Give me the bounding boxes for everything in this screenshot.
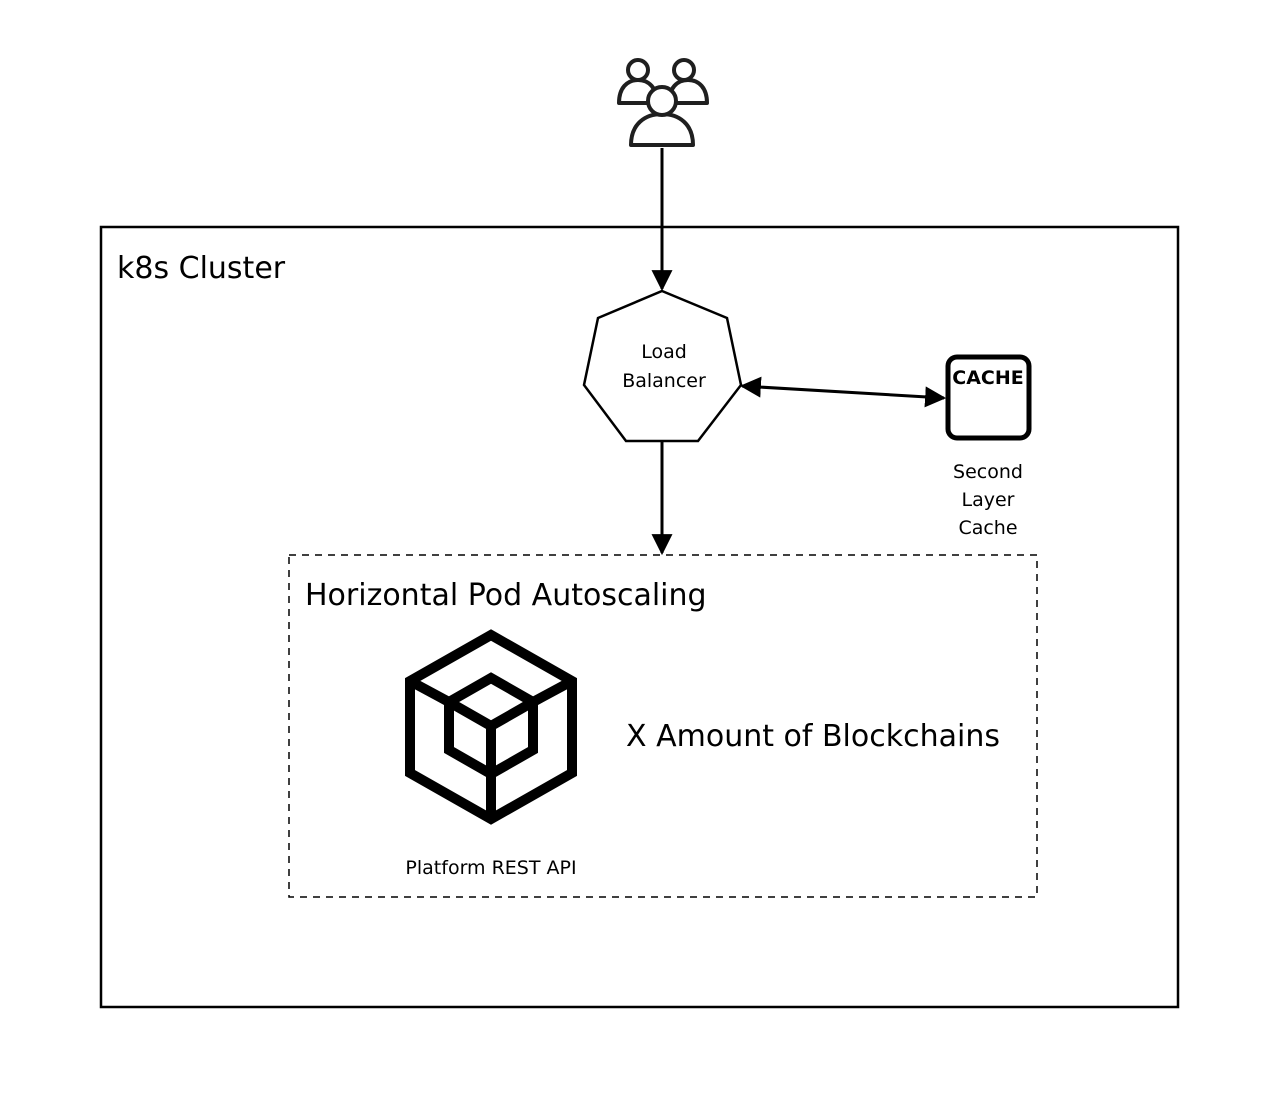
- cache-icon: [945, 354, 1032, 441]
- load-balancer-label-line2: Balancer: [622, 370, 706, 392]
- cache-icon-text: CACHE: [952, 367, 1023, 389]
- loadbalancer-cache-arrow: [739, 376, 947, 408]
- k8s-cluster-title: k8s Cluster: [117, 251, 286, 286]
- cache-label-line3: Cache: [958, 517, 1017, 539]
- api-label: Platform REST API: [405, 857, 576, 879]
- k8s-cluster-boundary: [99, 225, 1180, 1009]
- cache-label-line1: Second: [953, 461, 1023, 483]
- cube-icon: [405, 629, 577, 825]
- hpa-title: Horizontal Pod Autoscaling: [305, 578, 707, 613]
- load-balancer-label-line1: Load: [641, 341, 687, 363]
- blockchains-label: X Amount of Blockchains: [626, 719, 1000, 754]
- hpa-boundary: [288, 554, 1038, 898]
- load-balancer-node: [582, 289, 743, 443]
- cache-label-line2: Layer: [962, 489, 1015, 511]
- users-group-icon: [617, 58, 709, 147]
